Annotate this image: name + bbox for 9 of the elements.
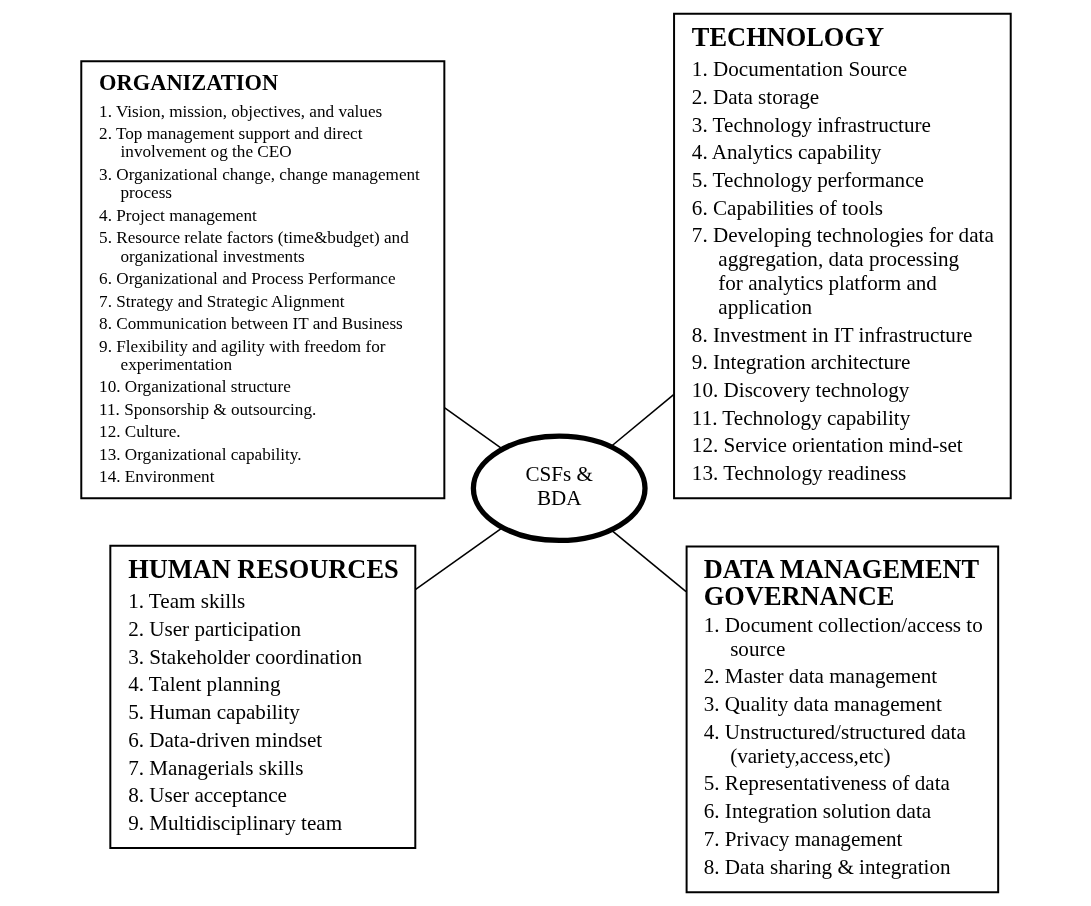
node-ellipse: CSFs & BDA [470, 433, 648, 544]
connector [414, 526, 503, 591]
node-box: ORGANIZATION 1. Vision, mission, objectives, and values 2. Top management support and direct involvement og the CEO 3. Organizational change, change management process 4. Project management 5. Resource relate factors (time&budget) and organizational investments 6. Organizational and Process Performance 7. Strategy and Strategic Alignment 8. Communication between IT and Business 9. Flexibility and agility with freedom for experimentation 10. Organizational structure 11. Sponsorship & outsourcing. 12. Culture. 13. Organizational capability. 14. Environment [79, 60, 445, 500]
node-box: DATA MANAGEMENT GOVERNANCE 1. Document collection/access to source 2. Master data management 3. Quality data management 4. Unstructured/structured data (variety,access,etc) 5. Representativeness of data 6. Integration solution data 7. Privacy management 8. Data sharing & integration [685, 545, 999, 894]
node-box: HUMAN RESOURCES 1. Team skills 2. User participation 3. Stakeholder coordination 4. Talent planning 5. Human capability 6. Data-driven mindset 7. Managerials skills 8. User acceptance 9. Multidisciplinary team [108, 544, 416, 850]
node-box: TECHNOLOGY 1. Documentation Source 2. Data storage 3. Technology infrastructure 4. Analytics capability 5. Technology performance 6. Capabilities of tools 7. Developing technologies for data aggregation, data processing for analytics platform and application 8. Investment in IT infrastructure 9. Integration architecture 10. Discovery technology 11. Technology capability 12. Service orientation mind-set 13. Technology readiness [672, 12, 1012, 500]
connector [610, 529, 687, 593]
connector [443, 407, 503, 450]
connector [610, 393, 674, 448]
